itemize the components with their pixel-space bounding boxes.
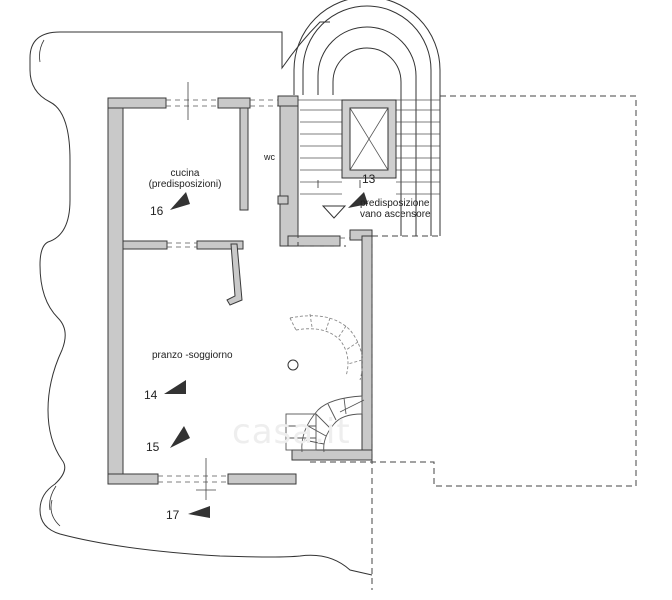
lift-shaft xyxy=(341,99,397,179)
spiral-staircase xyxy=(289,313,363,381)
marker-14-label: 14 xyxy=(144,388,158,402)
marker-16-arrow xyxy=(170,192,190,210)
lift-line2: vano ascensore xyxy=(360,209,431,220)
terrace-outline xyxy=(29,21,373,576)
windows xyxy=(158,99,350,483)
spiral-staircase-solid xyxy=(285,395,365,453)
lift-direction-triangle xyxy=(321,205,347,219)
stair-column xyxy=(287,359,299,371)
terrace-dashed-outline xyxy=(297,95,637,590)
room-label-wc: wc xyxy=(264,152,275,162)
living-door xyxy=(226,243,243,306)
marker-13-arrow xyxy=(348,192,368,208)
room-label-living: pranzo -soggiorno xyxy=(152,350,233,361)
marker-14-arrow xyxy=(164,380,186,394)
room-label-lift: predisposizione vano ascensore xyxy=(360,198,440,220)
room-label-kitchen: cucina (predisposizioni) xyxy=(140,168,230,190)
marker-15-label: 15 xyxy=(146,440,160,454)
view-markers xyxy=(164,192,368,518)
marker-13-label: 13 xyxy=(362,172,376,186)
kitchen-name: cucina xyxy=(170,168,200,179)
marker-16-label: 16 xyxy=(150,204,164,218)
kitchen-note: (predisposizioni) xyxy=(148,179,222,190)
marker-17-arrow xyxy=(188,506,210,518)
marker-17-label: 17 xyxy=(166,508,180,522)
walls xyxy=(107,95,373,485)
lift-line1: predisposizione xyxy=(360,198,430,209)
spiral-stair-outer xyxy=(293,0,441,236)
watermark: casa.it xyxy=(232,412,351,452)
marker-15-arrow xyxy=(170,426,190,448)
